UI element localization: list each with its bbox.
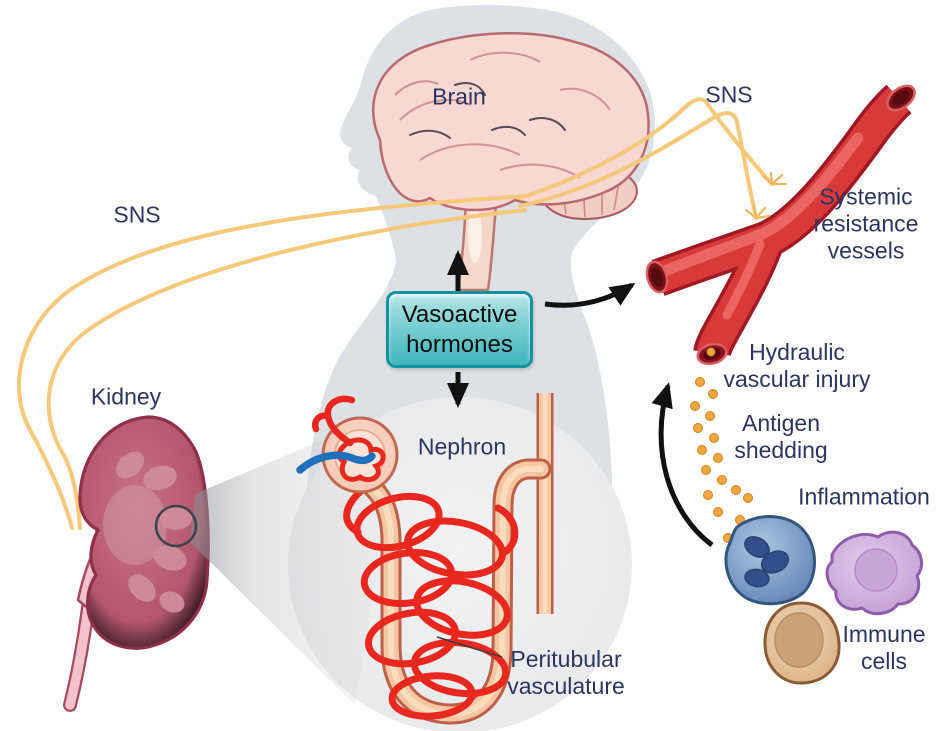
- sns-nerves-right: [518, 97, 774, 220]
- arrow-inflammation-to-vessel: [651, 382, 714, 547]
- peritubular-capillaries: [343, 486, 519, 720]
- flow-arrows: [446, 249, 714, 547]
- sns-nerves-left: [17, 194, 527, 530]
- vasoactive-hormones-box: Vasoactive hormones: [386, 291, 533, 368]
- magnify-circle: [154, 504, 198, 548]
- resistance-vessel: [645, 84, 916, 366]
- nerve-endings: [744, 171, 788, 220]
- kidney-illustration: [63, 415, 210, 712]
- immune-cells-illustration: [724, 515, 924, 685]
- arrow-to-vessel: [544, 282, 636, 308]
- peritubular-leader-line: [436, 636, 503, 658]
- vasoactive-hormones-label: Vasoactive hormones: [401, 300, 518, 358]
- glomerulus: [296, 395, 399, 494]
